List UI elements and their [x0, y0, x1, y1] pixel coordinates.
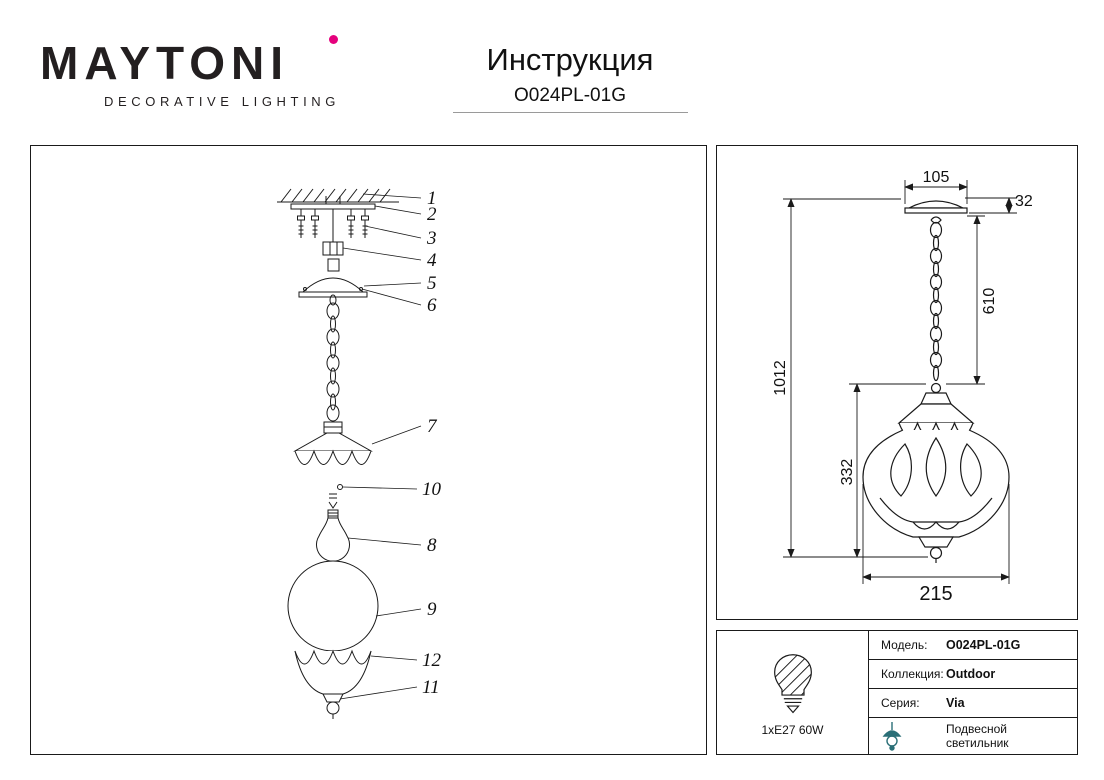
dim-lantern-height: 332 [839, 459, 856, 486]
spec-label-series: Серия: [881, 696, 920, 710]
spec-row-collection: Коллекция: Outdoor [869, 660, 1077, 689]
dim-lantern-width: 215 [919, 583, 952, 605]
bulb [316, 493, 350, 562]
exploded-view-diagram: 1 2 3 4 5 6 7 10 8 9 12 11 [277, 188, 442, 719]
spec-value-collection: Outdoor [946, 667, 996, 681]
spec-row-series: Серия: Via [869, 689, 1077, 718]
finial [326, 701, 340, 719]
dim-chain-drop: 610 [981, 288, 998, 315]
leader-lines [339, 193, 422, 700]
bulb-spec-label: 1xE27 60W [761, 723, 824, 737]
page-title: Инструкция [486, 42, 654, 77]
part-label-9: 9 [427, 599, 437, 620]
spec-label-model: Модель: [881, 638, 928, 652]
dim-canopy [904, 200, 968, 224]
title-underline [452, 112, 688, 113]
dim-lantern [862, 382, 1010, 563]
cable-connector [327, 258, 340, 272]
glass-shade [287, 560, 379, 652]
brand-name: MAYTONI [40, 37, 290, 89]
spec-value-model: O024PL-01G [946, 638, 1021, 652]
dimensions-panel: 105 32 1012 610 332 215 [716, 145, 1078, 620]
socket-ring [337, 484, 343, 490]
spec-row-type: Подвесной светильник [869, 718, 1077, 754]
chain [326, 294, 340, 422]
dim-total-height: 1012 [772, 360, 789, 396]
dimension-labels: 105 32 1012 610 332 215 [772, 169, 1033, 605]
lamp-crown [293, 421, 373, 465]
bottom-collar [294, 649, 372, 703]
spec-value-series: Via [946, 696, 965, 710]
dim-canopy-height: 32 [1015, 193, 1033, 210]
spec-panel: 1xE27 60W Модель: O024PL-01G Коллекция: … [716, 630, 1078, 755]
part-label-4: 4 [427, 250, 437, 271]
brand-tagline: DECORATIVE LIGHTING [104, 94, 340, 109]
part-label-11: 11 [422, 677, 440, 698]
part-label-8: 8 [427, 535, 437, 556]
terminal-block [322, 209, 344, 256]
part-label-1: 1 [427, 188, 437, 209]
ceiling-hatch [277, 188, 399, 203]
maytoni-logo: MAYTONI DECORATIVE LIGHTING [40, 35, 340, 109]
mounting-screws [297, 209, 369, 238]
assembly-diagram-panel: 1 2 3 4 5 6 7 10 8 9 12 11 [30, 145, 707, 755]
title-block: Инструкция O024PL-01G [400, 42, 740, 113]
spec-row-model: Модель: O024PL-01G [869, 631, 1077, 660]
part-label-3: 3 [426, 228, 437, 249]
dim-canopy-width: 105 [923, 169, 950, 186]
spec-type-label: Подвесной светильник [946, 722, 1009, 750]
logo-accent-dot [329, 35, 338, 44]
canopy [298, 277, 368, 298]
part-label-2: 2 [427, 204, 437, 225]
bulb-icon [773, 654, 812, 714]
part-label-6: 6 [427, 295, 437, 316]
dim-chain [929, 221, 943, 382]
model-code: O024PL-01G [514, 85, 626, 106]
part-label-12: 12 [422, 650, 442, 671]
pendant-lamp-icon [882, 722, 902, 751]
part-label-5: 5 [427, 273, 437, 294]
bulb-spec-cell: 1xE27 60W [717, 631, 869, 754]
dimension-lines [783, 180, 1017, 584]
spec-table: Модель: O024PL-01G Коллекция: Outdoor Се… [869, 631, 1077, 754]
part-label-10: 10 [422, 479, 442, 500]
part-label-7: 7 [427, 416, 438, 437]
dimension-drawing: 105 32 1012 610 332 215 [772, 169, 1033, 605]
part-number-labels: 1 2 3 4 5 6 7 10 8 9 12 11 [422, 188, 442, 698]
pendant-type-icon-wrap [881, 721, 946, 751]
spec-label-collection: Коллекция: [881, 667, 944, 681]
